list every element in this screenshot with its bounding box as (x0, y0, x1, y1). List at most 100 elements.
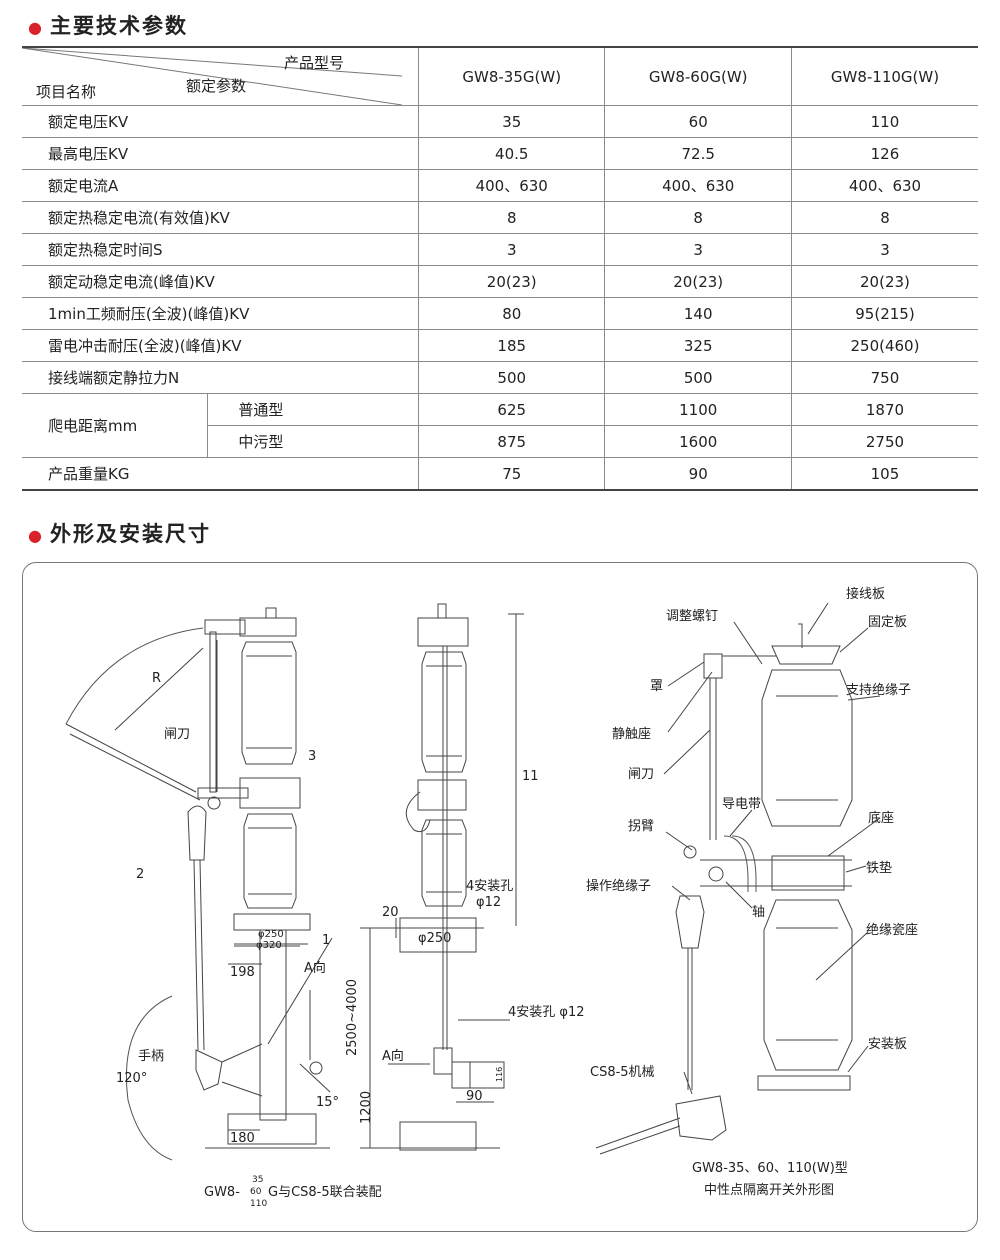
table-row: 1min工频耐压(全波)(峰值)KV 80 140 95(215) (22, 297, 978, 330)
cell: 20(23) (417, 265, 605, 298)
label-base: 底座 (868, 810, 894, 826)
cell: 875 (417, 425, 605, 458)
label-blade-right: 闸刀 (628, 767, 654, 782)
label-d250-mid: φ250 (418, 931, 451, 946)
middle-side-drawing (360, 603, 524, 1151)
label-operating-insulator: 操作绝缘子 (586, 878, 651, 894)
caption-left-mid: 60 (250, 1187, 262, 1197)
cell: 3 (790, 233, 978, 266)
row-name: 额定热稳定时间S (22, 233, 419, 266)
cell: 105 (790, 457, 978, 491)
cell: 80 (417, 297, 605, 330)
label-crank-arm: 拐臂 (628, 819, 654, 834)
sub-row-name: 普通型 (207, 393, 419, 426)
cell: 2750 (790, 425, 978, 458)
table-row: 额定电压KV 35 60 110 (22, 105, 978, 138)
label-198: 198 (230, 965, 255, 980)
table-row: 额定电流A 400、630 400、630 400、630 (22, 169, 978, 202)
caption-left-suffix: G与CS8-5联合装配 (268, 1185, 382, 1200)
cell: 140 (604, 297, 792, 330)
row-name: 额定电压KV (22, 105, 419, 138)
row-name: 雷电冲击耐压(全波)(峰值)KV (22, 329, 419, 362)
cell: 20(23) (604, 265, 792, 298)
label-fixing-plate: 固定板 (868, 615, 907, 630)
cell: 90 (604, 457, 792, 491)
row-name: 接线端额定静拉力N (22, 361, 419, 394)
cell: 1100 (604, 393, 792, 426)
cell: 35 (417, 105, 605, 138)
cell: 60 (604, 105, 792, 138)
caption-left-prefix: GW8- (204, 1185, 240, 1200)
label-shaft: 轴 (752, 905, 765, 920)
bullet-icon: ● (28, 526, 44, 545)
cell: 110 (790, 105, 978, 138)
cell: 72.5 (604, 137, 792, 170)
label-2: 2 (136, 867, 144, 882)
table-row: 接线端额定静拉力N 500 500 750 (22, 361, 978, 394)
sub-row-name: 中污型 (207, 425, 419, 458)
label-116: 116 (495, 1067, 504, 1082)
cell: 400、630 (604, 169, 792, 202)
bullet-icon: ● (28, 18, 44, 37)
label-R: R (152, 671, 161, 686)
label-blade-left: 闸刀 (164, 727, 190, 742)
cell: 3 (417, 233, 605, 266)
label-d320: φ320 (256, 940, 282, 951)
left-assembly-drawing (65, 607, 333, 1161)
right-neutral-switch-drawing (595, 602, 881, 1155)
row-name: 产品重量KG (22, 457, 419, 491)
label-phi12: φ12 (476, 895, 501, 910)
cell: 40.5 (417, 137, 605, 170)
header-product-model: 产品型号 (284, 54, 345, 72)
cell: 75 (417, 457, 605, 491)
spec-table: 产品型号 额定参数 项目名称 GW8-35G(W) GW8-60G(W) GW8… (22, 46, 978, 491)
label-adjust-screw: 调整螺钉 (666, 609, 718, 624)
cell: 185 (417, 329, 605, 362)
label-range: 2500~4000 (345, 979, 360, 1056)
table-header-row: 产品型号 额定参数 项目名称 GW8-35G(W) GW8-60G(W) GW8… (22, 46, 978, 106)
table-row: 额定动稳定电流(峰值)KV 20(23) 20(23) 20(23) (22, 265, 978, 298)
caption-right-line2: 中性点隔离开关外形图 (704, 1182, 834, 1198)
header-rated-params: 额定参数 (186, 77, 247, 95)
label-90: 90 (466, 1089, 483, 1104)
section-title-dims: ●外形及安装尺寸 (28, 518, 211, 548)
label-conductive-strap: 导电带 (722, 797, 761, 812)
caption-right-line1: GW8-35、60、110(W)型 (692, 1161, 848, 1176)
cell: 325 (604, 329, 792, 362)
cell: 750 (790, 361, 978, 394)
cell: 250(460) (790, 329, 978, 362)
table-row: 爬电距离mm 普通型 625 1100 1870 (22, 393, 978, 458)
table-row: 产品重量KG 75 90 105 (22, 457, 978, 491)
cell: 500 (604, 361, 792, 394)
label-A-view-mid: A向 (382, 1048, 404, 1064)
label-holes1: 4安装孔 (466, 879, 513, 894)
cell: 400、630 (790, 169, 978, 202)
label-static-contact: 静触座 (612, 727, 651, 742)
row-name: 额定热稳定电流(有效值)KV (22, 201, 419, 234)
label-20: 20 (382, 905, 399, 920)
cell: 126 (790, 137, 978, 170)
label-cs8-5: CS8-5机械 (590, 1065, 655, 1080)
row-name: 额定电流A (22, 169, 419, 202)
cell: 8 (417, 201, 605, 234)
label-angle15: 15° (316, 1095, 339, 1110)
label-handle: 手柄 (138, 1049, 164, 1064)
row-name: 最高电压KV (22, 137, 419, 170)
row-name: 额定动稳定电流(峰值)KV (22, 265, 419, 298)
cell: 95(215) (790, 297, 978, 330)
cell: 20(23) (790, 265, 978, 298)
model-col-3: GW8-110G(W) (790, 46, 978, 106)
table-row: 额定热稳定电流(有效值)KV 8 8 8 (22, 201, 978, 234)
table-row: 中污型 875 1600 2750 (22, 425, 978, 458)
label-cover: 罩 (650, 679, 663, 694)
label-angle120: 120° (116, 1071, 147, 1086)
caption-left-bottom: 110 (250, 1199, 267, 1209)
cell: 1600 (604, 425, 792, 458)
section-title-text: 主要技术参数 (49, 14, 188, 38)
label-1: 1 (322, 933, 330, 948)
diagonal-lines (22, 48, 402, 105)
header-item-name: 项目名称 (36, 83, 97, 101)
cell: 8 (604, 201, 792, 234)
cell: 1870 (790, 393, 978, 426)
row-name: 1min工频耐压(全波)(峰值)KV (22, 297, 419, 330)
